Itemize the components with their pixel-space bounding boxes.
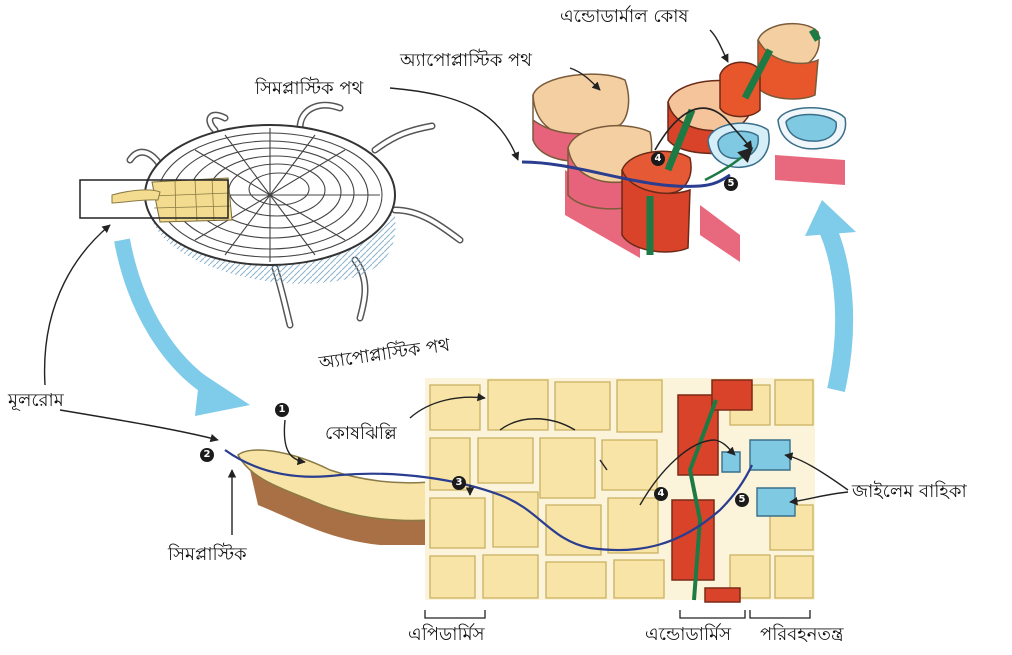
label-epidermis: এপিডার্মিস (408, 626, 485, 644)
label-endodermis: এন্ডোডার্মিস (645, 626, 731, 644)
label-symplastic-low: সিমপ্লাস্টিক (168, 546, 247, 564)
root-tissue-section (225, 378, 815, 602)
label-apoplastic-path-top: অ্যাপোপ্লাস্টিক পথ (400, 52, 532, 70)
marker-4-top: 4 (651, 152, 665, 166)
marker-4-bottom: 4 (654, 487, 668, 501)
endodermis-3d-block (522, 24, 846, 262)
marker-1: 1 (275, 403, 289, 417)
label-cell-wall: কোষঝিল্লি (325, 425, 397, 443)
region-brackets (425, 610, 810, 618)
label-vascular-tissue: পরিবহনতন্ত্র (760, 626, 844, 644)
marker-5-top: 5 (724, 177, 738, 191)
label-root-hair: মূলরোম (8, 392, 64, 410)
marker-2: 2 (200, 448, 214, 462)
label-xylem-vessels: জাইলেম বাহিকা (852, 483, 967, 501)
label-symplastic-path-top: সিমপ্লাস্টিক পথ (255, 80, 363, 98)
label-endodermal-cell: এন্ডোডার্মাল কোষ (560, 8, 688, 26)
marker-5-bottom: 5 (735, 493, 749, 507)
marker-3: 3 (452, 476, 466, 490)
